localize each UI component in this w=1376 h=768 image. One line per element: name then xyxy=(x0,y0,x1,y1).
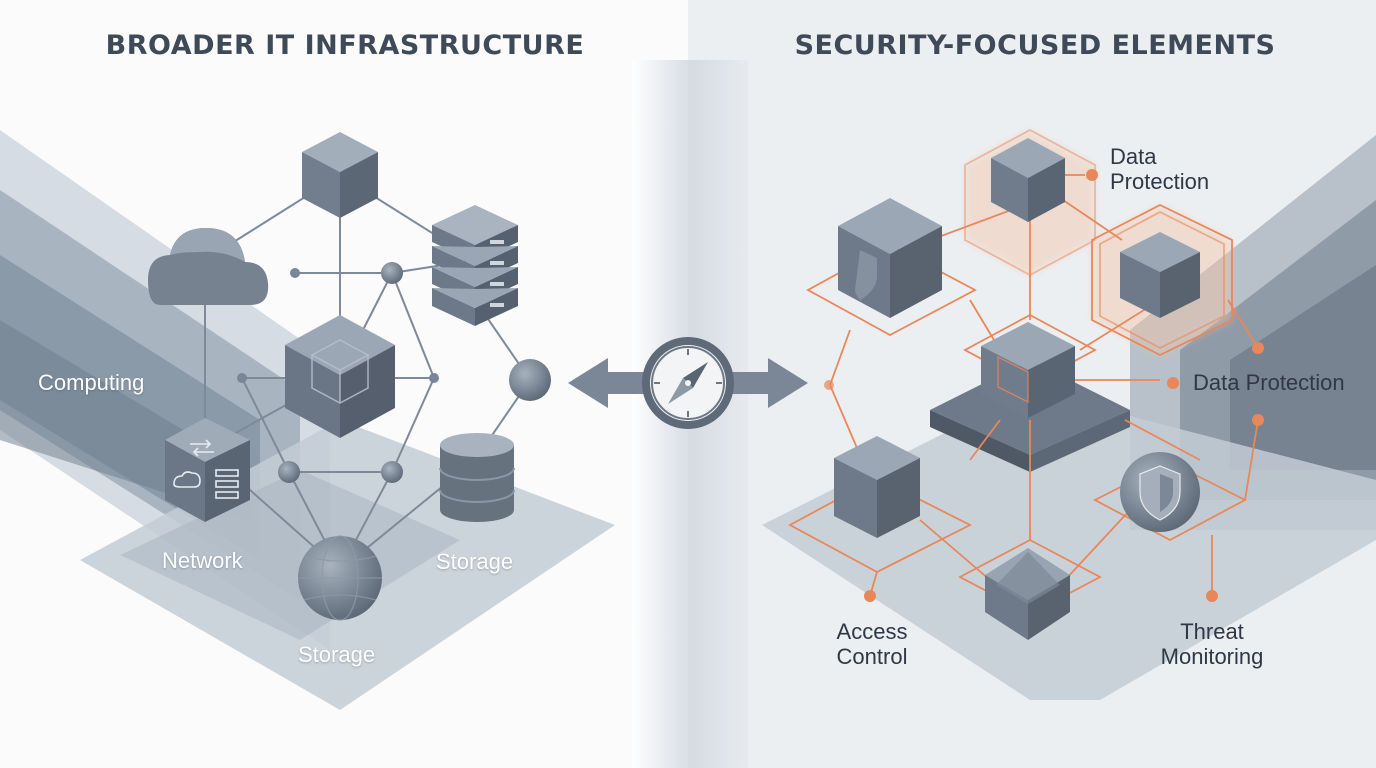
center-cube-icon xyxy=(981,322,1075,418)
label-data-protection-mid: Data Protection xyxy=(1193,370,1345,395)
sphere-node-icon xyxy=(509,359,551,401)
database-icon xyxy=(439,433,515,522)
left-panel-title: BROADER IT INFRASTRUCTURE xyxy=(105,30,585,61)
center-cube-icon xyxy=(285,315,395,438)
cube-icon xyxy=(1120,232,1200,318)
center-connector xyxy=(568,337,808,429)
label-access-control-line2: Control xyxy=(836,644,908,669)
label-network: Network xyxy=(162,548,243,573)
arrow-left-icon xyxy=(568,358,650,408)
network-device-icon xyxy=(165,418,250,522)
label-data-protection-top-line2: Protection xyxy=(1110,169,1210,194)
right-panel-title: SECURITY-FOCUSED ELEMENTS xyxy=(794,30,1276,61)
cube-icon xyxy=(834,436,920,538)
cloud-icon xyxy=(148,228,269,305)
label-threat-monitoring-line2: Monitoring xyxy=(1160,644,1264,669)
cube-icon xyxy=(991,138,1065,222)
label-data-protection-top: Data Protection xyxy=(1110,144,1209,194)
label-access-control: Access Control xyxy=(820,619,924,669)
label-threat-monitoring-line1: Threat xyxy=(1180,619,1244,644)
security-connections xyxy=(788,128,1259,616)
left-nodes xyxy=(237,262,551,483)
cube-icon xyxy=(302,132,378,218)
compass-icon xyxy=(642,337,734,429)
arrow-right-icon xyxy=(726,358,808,408)
shield-cube-icon xyxy=(838,198,942,318)
label-computing: Computing xyxy=(38,370,145,395)
globe-icon xyxy=(298,535,382,621)
server-rack-icon xyxy=(432,205,518,326)
label-threat-monitoring: Threat Monitoring xyxy=(1146,619,1278,669)
label-access-control-line1: Access xyxy=(836,619,908,644)
label-data-protection-top-line1: Data xyxy=(1110,144,1157,169)
label-storage-right: Storage xyxy=(436,549,514,574)
security-nodes xyxy=(824,169,1264,602)
label-storage-bottom: Storage xyxy=(298,642,376,667)
pyramid-icon xyxy=(985,548,1070,640)
shield-icon xyxy=(1120,452,1200,532)
